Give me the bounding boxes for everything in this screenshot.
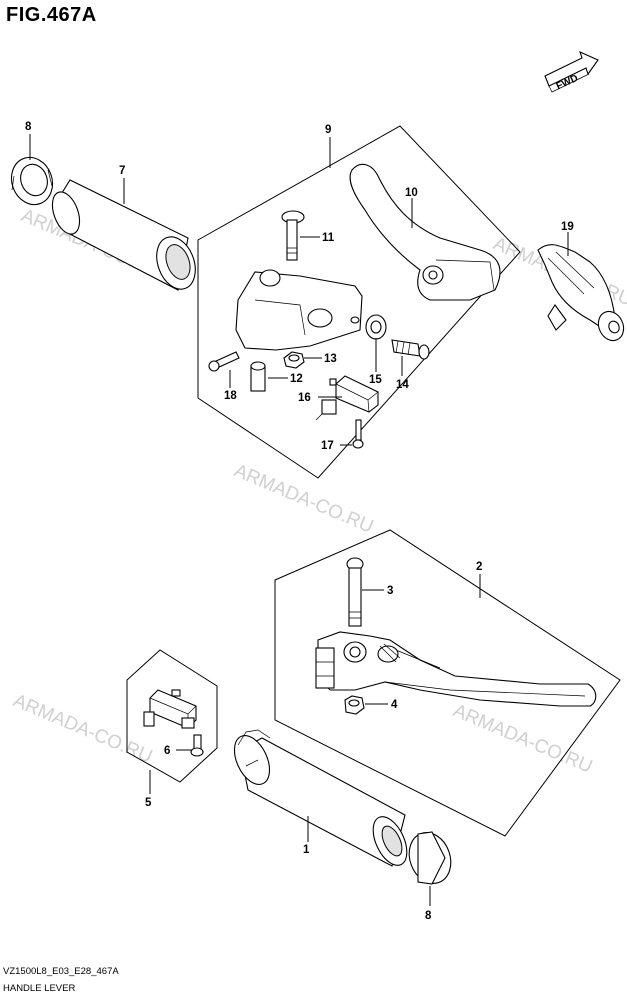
callout-2: 2 (476, 561, 482, 573)
callout-17: 17 (321, 440, 334, 452)
part-6-screw (190, 734, 204, 757)
callout-16: 16 (298, 392, 311, 404)
fwd-arrow-icon: FWD (544, 50, 599, 93)
diagram-description: HANDLE LEVER (3, 983, 76, 994)
callout-8-top: 8 (25, 121, 32, 133)
callout-19: 19 (561, 221, 574, 233)
callout-14: 14 (396, 379, 409, 391)
lever-assembly-box-2 (274, 529, 621, 837)
part-19-lever-boot (537, 244, 625, 342)
part-13-nut (283, 351, 305, 369)
part-17-screw (352, 419, 364, 449)
part-11-pivot-bolt (281, 210, 305, 261)
part-14-adjuster-bolt (391, 339, 430, 360)
part-15-adjuster-nut (365, 314, 387, 340)
callout-12: 12 (290, 373, 303, 385)
part-1-throttle-grip (233, 729, 408, 867)
lever-holder-bracket (235, 269, 363, 351)
diagram-code: VZ1500L8_E03_E28_467A (3, 966, 119, 977)
callout-18: 18 (224, 390, 237, 402)
lever-assembly-box-9 (197, 125, 521, 479)
callout-4: 4 (391, 699, 398, 711)
callout-13: 13 (324, 353, 337, 365)
figure-title: FIG.467A (6, 4, 97, 26)
callout-5: 5 (145, 797, 152, 809)
part-12-collar (250, 361, 266, 392)
callout-10: 10 (405, 187, 418, 199)
part-2-brake-lever (315, 631, 597, 707)
part-16-clutch-switch (315, 375, 379, 421)
part-3-pivot-bolt (346, 557, 364, 627)
callout-6: 6 (164, 745, 170, 757)
switch-box-5 (126, 649, 218, 783)
callout-7: 7 (119, 165, 125, 177)
leader-lines (29, 134, 569, 906)
callout-15: 15 (369, 374, 382, 386)
part-4-nut (344, 695, 365, 715)
callout-11: 11 (322, 232, 335, 244)
part-18-screw (208, 351, 240, 372)
part-5-brake-switch (143, 689, 197, 729)
callout-numbers: 8 7 9 10 11 19 13 12 15 14 18 16 17 2 3 … (25, 121, 574, 922)
part-8-top-end-cap (10, 156, 54, 206)
callout-1: 1 (303, 844, 310, 856)
callout-8-bottom: 8 (425, 910, 432, 922)
part-7-left-grip (51, 179, 196, 291)
part-10-clutch-lever (349, 163, 501, 301)
callout-3: 3 (387, 585, 393, 597)
part-8-bottom-end-cap (408, 831, 452, 885)
watermark-3: ARMADA-CO.RU (231, 460, 376, 537)
watermark-5: ARMADA-CO.RU (450, 700, 595, 777)
callout-9: 9 (325, 124, 331, 136)
